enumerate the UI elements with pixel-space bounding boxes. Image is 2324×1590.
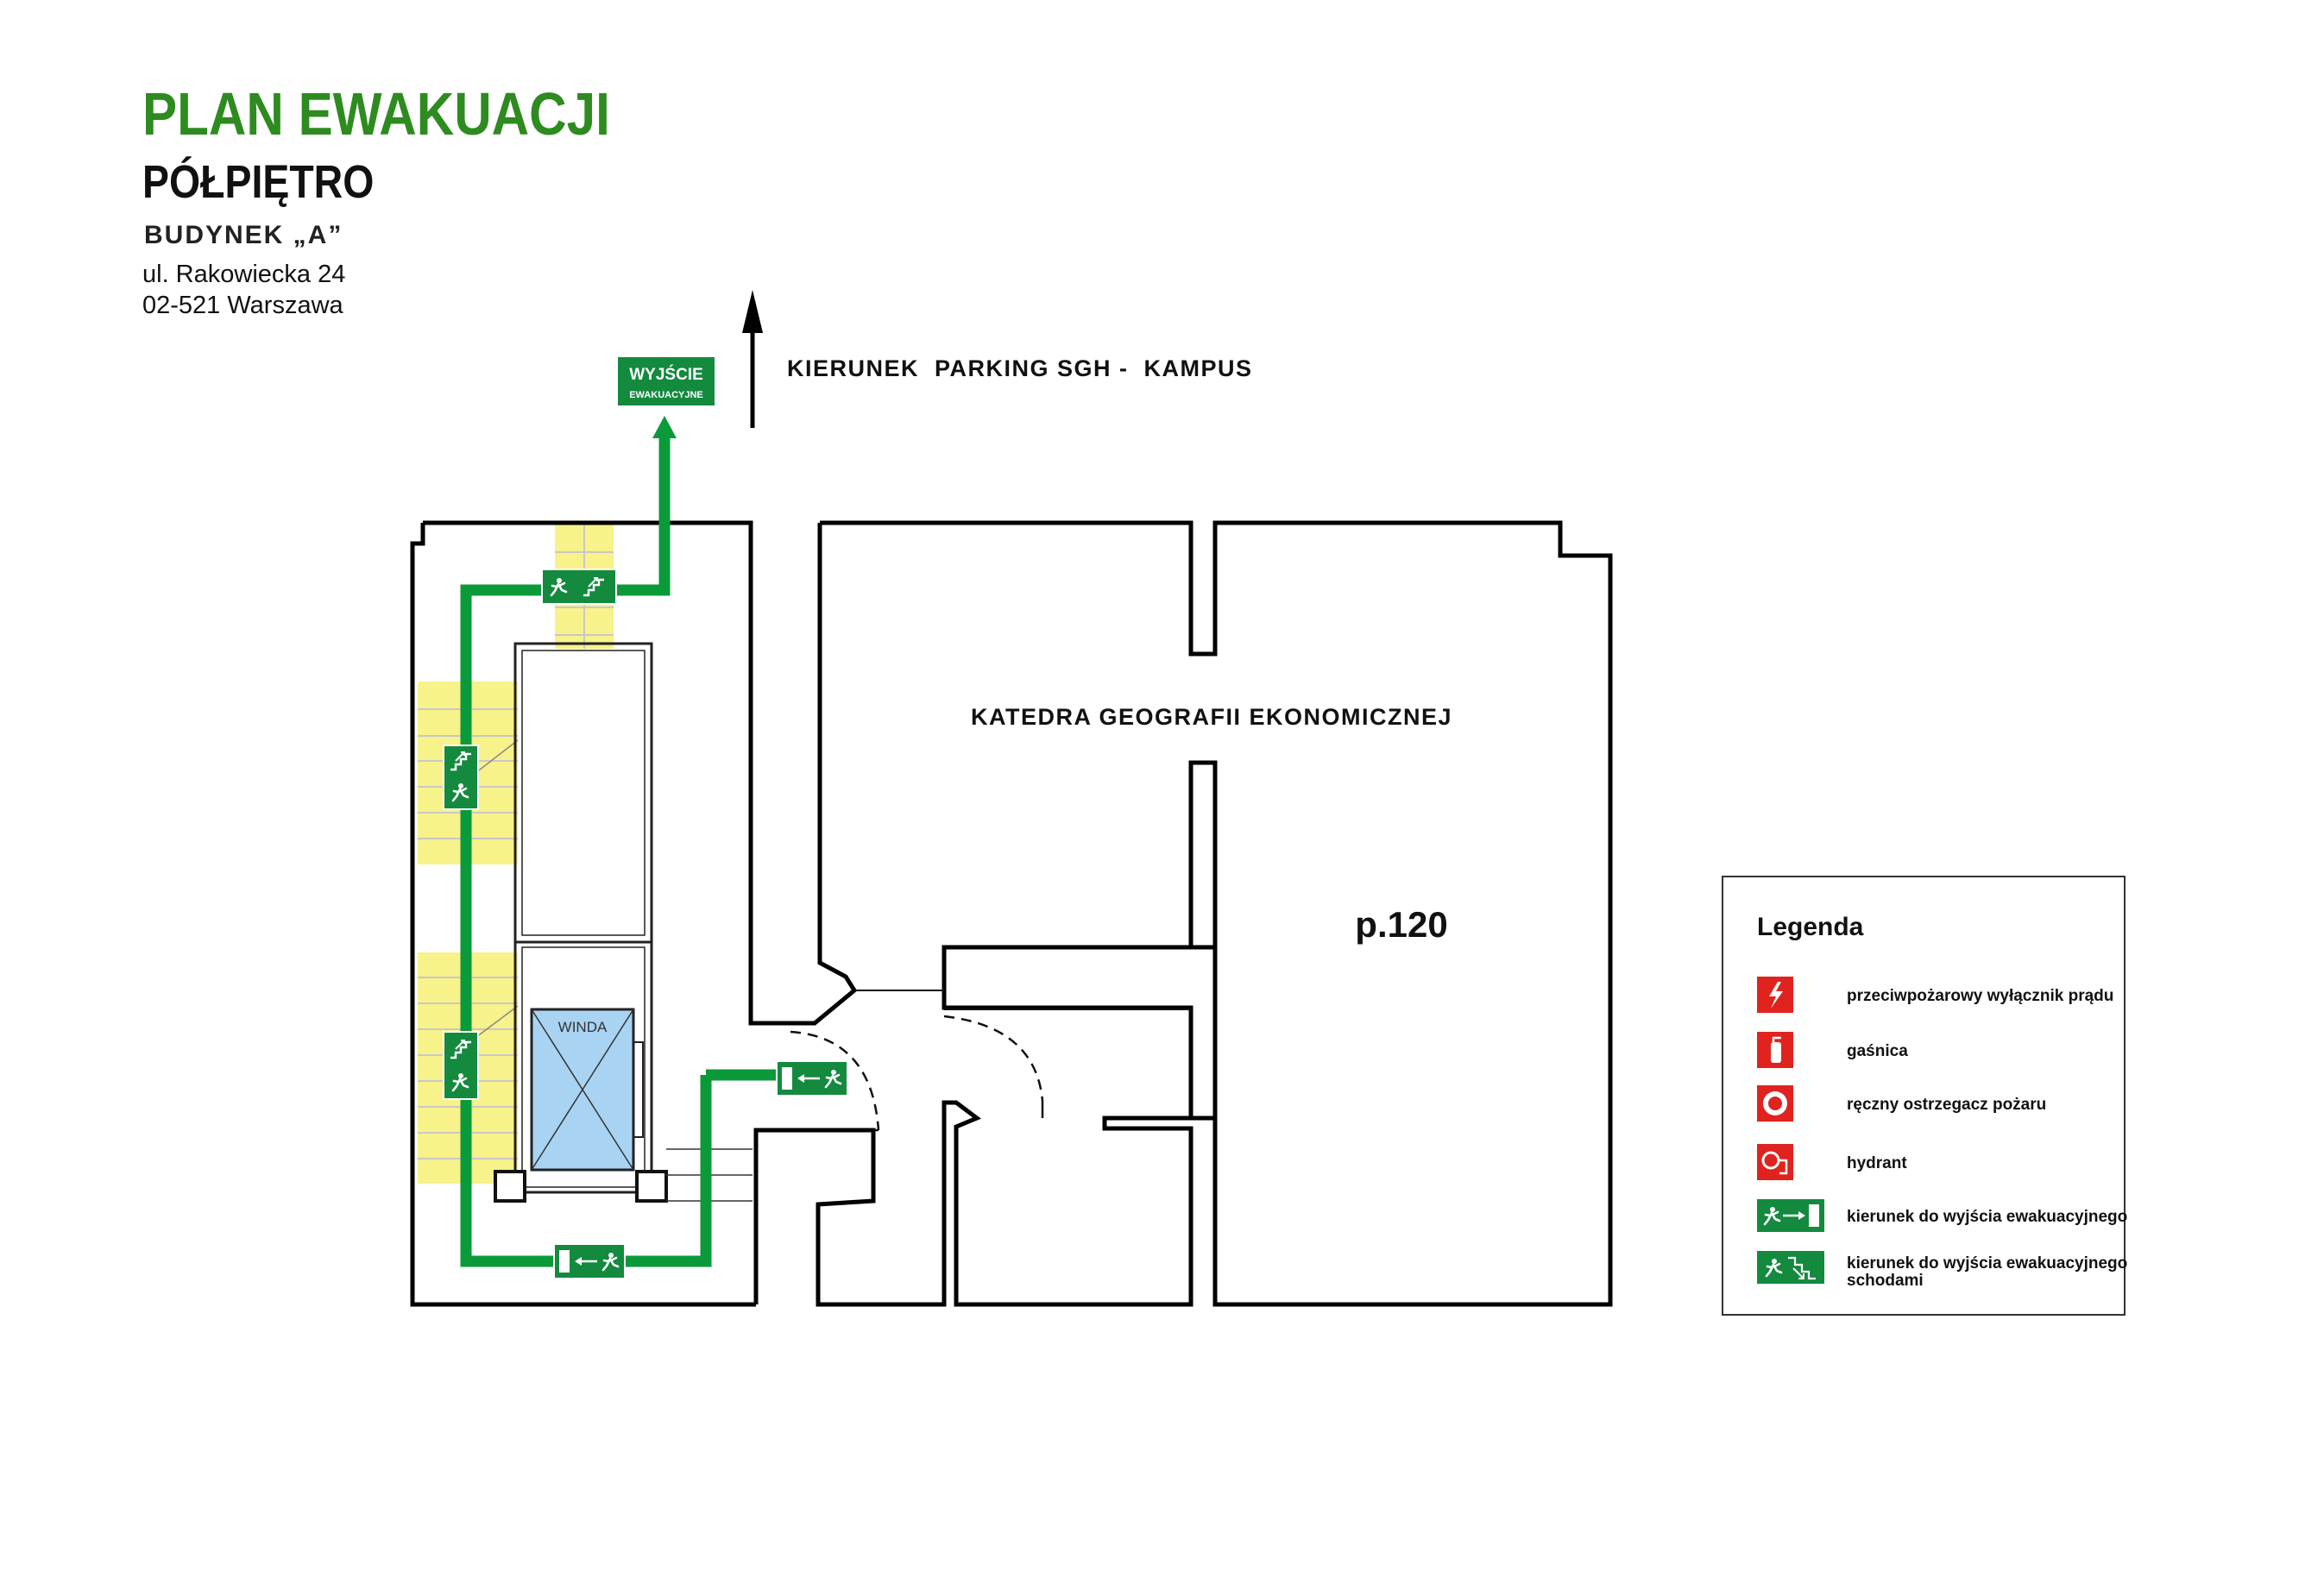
- legend-label-5: kierunek do wyjścia ewakuacyjnego: [1847, 1208, 2127, 1226]
- elevator: WINDA: [530, 1008, 635, 1172]
- legend-label-6a: kierunek do wyjścia ewakuacyjnego: [1847, 1254, 2127, 1273]
- address-city: 02-521 Warszawa: [142, 292, 343, 319]
- fire-hydrant-icon: [1757, 1144, 1793, 1180]
- wall-openings: [854, 990, 1191, 1010]
- exit-direction-icon: [1757, 1199, 1824, 1232]
- exit-stairs-sign-top: [541, 569, 617, 605]
- direction-label: KIERUNEK PARKING SGH - KAMPUS: [787, 355, 1253, 381]
- building-name: BUDYNEK „A”: [144, 221, 343, 249]
- elevator-label: WINDA: [558, 1019, 608, 1035]
- fire-extinguisher-icon: [1757, 1032, 1793, 1068]
- fire-power-switch-icon: [1757, 977, 1793, 1013]
- legend-title: Legenda: [1757, 913, 1864, 941]
- north-arrow: [742, 290, 763, 428]
- address-street: ul. Rakowiecka 24: [142, 261, 346, 288]
- door-swings: [790, 1015, 1044, 1132]
- exit-sign: WYJŚCIE EWAKUACYJNE: [618, 357, 715, 405]
- legend-label-6b: schodami: [1847, 1272, 1924, 1290]
- room-number: p.120: [1355, 904, 1447, 945]
- legend-label-1: przeciwpożarowy wyłącznik prądu: [1847, 987, 2113, 1005]
- floor-title: PÓŁPIĘTRO: [142, 156, 375, 208]
- exit-direction-sign-bottom: [553, 1243, 626, 1279]
- plan-title: PLAN EWAKUACJI: [142, 80, 610, 148]
- exit-stairs-sign-lower: [443, 1031, 479, 1100]
- exit-stairs-sign-upper: [443, 745, 479, 810]
- manual-call-point-icon: [1757, 1085, 1793, 1122]
- legend-label-2: gaśnica: [1847, 1042, 1908, 1060]
- exit-sign-line1: WYJŚCIE: [629, 365, 703, 384]
- legend-label-3: ręczny ostrzegacz pożaru: [1847, 1096, 2046, 1114]
- department-label: KATEDRA GEOGRAFII EKONOMICZNEJ: [971, 704, 1452, 730]
- elevator-posts: [494, 1170, 668, 1203]
- exit-direction-sign-right: [776, 1060, 848, 1097]
- building-walls: [410, 520, 1613, 1307]
- exit-stairs-direction-icon: [1757, 1251, 1824, 1284]
- legend-label-4: hydrant: [1847, 1154, 1907, 1172]
- exit-sign-line2: EWAKUACYJNE: [629, 390, 703, 400]
- legend: Legenda przeciwpożarowy wyłącznik prądu …: [1722, 876, 2127, 1316]
- route-arrowhead: [652, 416, 677, 438]
- stair-core: [513, 642, 653, 1194]
